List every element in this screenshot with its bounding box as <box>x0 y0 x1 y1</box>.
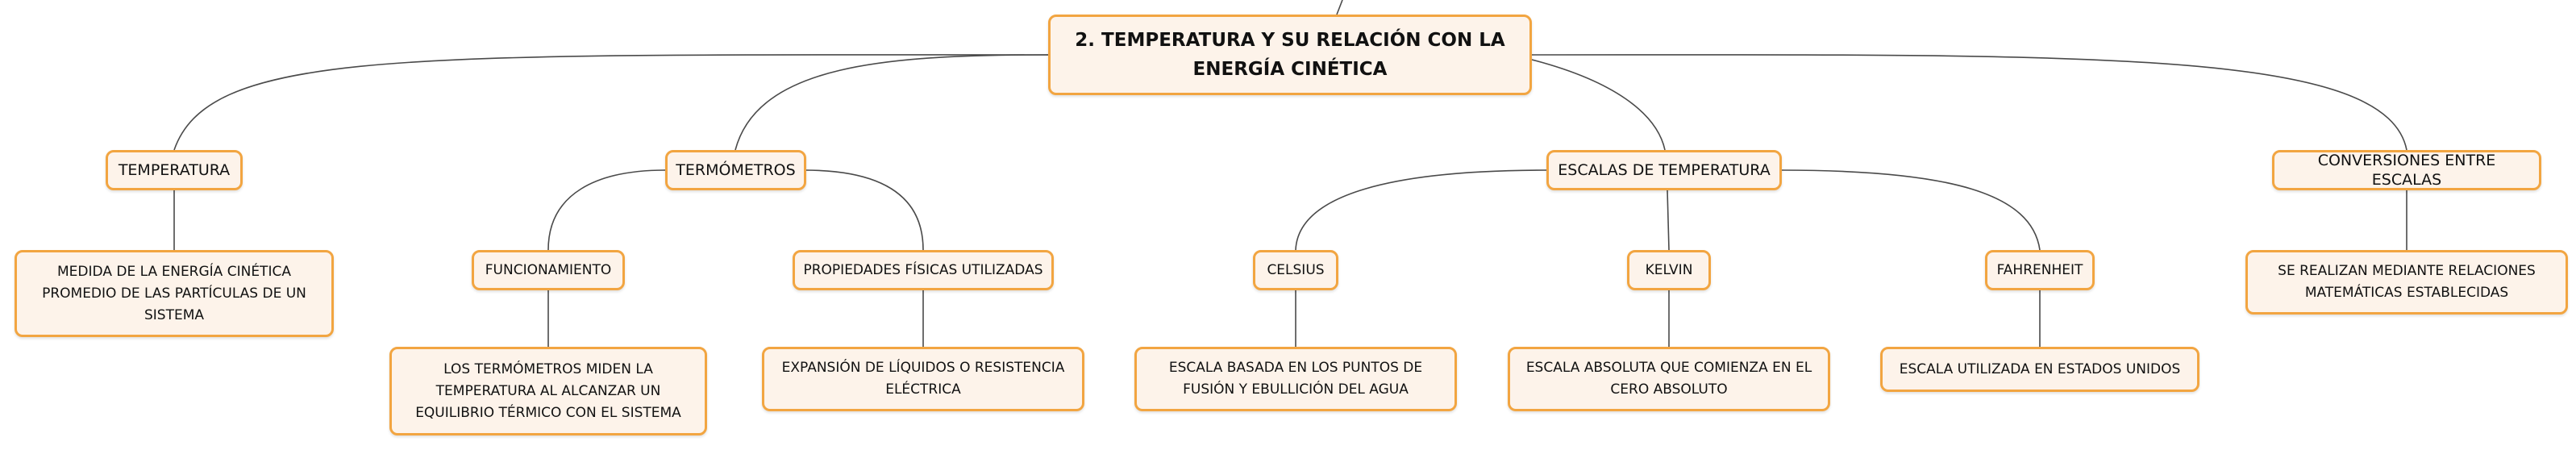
connector-root-temperatura <box>173 54 1049 151</box>
connector-root-termometros <box>735 54 1049 151</box>
leaf-fahrenheit[interactable]: ESCALA UTILIZADA EN ESTADOS UNIDOS <box>1880 347 2199 392</box>
topic-conversiones[interactable]: CONVERSIONES ENTRE ESCALAS <box>2272 150 2541 190</box>
topic-temperatura[interactable]: TEMPERATURA <box>106 150 243 190</box>
leaf-conversiones-text: SE REALIZAN MEDIANTE RELACIONES MATEMÁTI… <box>2278 263 2536 301</box>
subtopic-fahrenheit-label: FAHRENHEIT <box>1996 262 2083 278</box>
topic-escalas[interactable]: ESCALAS DE TEMPERATURA <box>1546 150 1782 190</box>
connector-termometros-funcionamiento <box>547 169 666 251</box>
subtopic-propiedades[interactable]: PROPIEDADES FÍSICAS UTILIZADAS <box>793 250 1054 290</box>
topic-conversiones-label: CONVERSIONES ENTRE ESCALAS <box>2317 152 2496 189</box>
subtopic-propiedades-label: PROPIEDADES FÍSICAS UTILIZADAS <box>803 262 1043 278</box>
leaf-propiedades[interactable]: EXPANSIÓN DE LÍQUIDOS O RESISTENCIA ELÉC… <box>762 347 1084 411</box>
root-topic-label: 2. TEMPERATURA Y SU RELACIÓN CON LA ENER… <box>1075 30 1505 80</box>
leaf-conversiones[interactable]: SE REALIZAN MEDIANTE RELACIONES MATEMÁTI… <box>2245 250 2568 315</box>
subtopic-celsius-label: CELSIUS <box>1267 262 1325 278</box>
leaf-propiedades-text: EXPANSIÓN DE LÍQUIDOS O RESISTENCIA ELÉC… <box>781 360 1065 398</box>
leaf-fahrenheit-text: ESCALA UTILIZADA EN ESTADOS UNIDOS <box>1899 360 2181 377</box>
connector-escalas-fahrenheit <box>1781 169 2041 251</box>
subtopic-kelvin-label: KELVIN <box>1645 262 1693 278</box>
leaf-kelvin-text: ESCALA ABSOLUTA QUE COMIENZA EN EL CERO … <box>1525 360 1812 398</box>
subtopic-funcionamiento-label: FUNCIONAMIENTO <box>485 262 612 278</box>
subtopic-kelvin[interactable]: KELVIN <box>1627 250 1711 290</box>
connector-termometros-propiedades <box>804 169 924 251</box>
connector-root-escalas <box>1531 59 1666 151</box>
leaf-funcionamiento-text: LOS TERMÓMETROS MIDEN LA TEMPERATURA AL … <box>415 360 681 421</box>
topic-termometros[interactable]: TERMÓMETROS <box>665 150 806 190</box>
leaf-celsius[interactable]: ESCALA BASADA EN LOS PUNTOS DE FUSIÓN Y … <box>1134 347 1457 411</box>
connector-root-parent <box>1336 0 1343 15</box>
subtopic-fahrenheit[interactable]: FAHRENHEIT <box>1985 250 2095 290</box>
leaf-temperatura[interactable]: MEDIDA DE LA ENERGÍA CINÉTICA PROMEDIO D… <box>15 250 334 337</box>
leaf-funcionamiento[interactable]: LOS TERMÓMETROS MIDEN LA TEMPERATURA AL … <box>389 347 707 435</box>
leaf-temperatura-text: MEDIDA DE LA ENERGÍA CINÉTICA PROMEDIO D… <box>42 263 306 323</box>
topic-escalas-label: ESCALAS DE TEMPERATURA <box>1558 161 1771 179</box>
subtopic-funcionamiento[interactable]: FUNCIONAMIENTO <box>472 250 625 290</box>
topic-temperatura-label: TEMPERATURA <box>118 161 231 179</box>
root-topic[interactable]: 2. TEMPERATURA Y SU RELACIÓN CON LA ENER… <box>1048 15 1532 95</box>
topic-termometros-label: TERMÓMETROS <box>676 161 796 179</box>
connector-root-conversiones <box>1531 54 2407 151</box>
subtopic-celsius[interactable]: CELSIUS <box>1253 250 1338 290</box>
leaf-celsius-text: ESCALA BASADA EN LOS PUNTOS DE FUSIÓN Y … <box>1168 360 1423 398</box>
leaf-kelvin[interactable]: ESCALA ABSOLUTA QUE COMIENZA EN EL CERO … <box>1508 347 1830 411</box>
connector-escalas-kelvin <box>1667 190 1670 251</box>
connector-escalas-celsius <box>1295 169 1547 251</box>
